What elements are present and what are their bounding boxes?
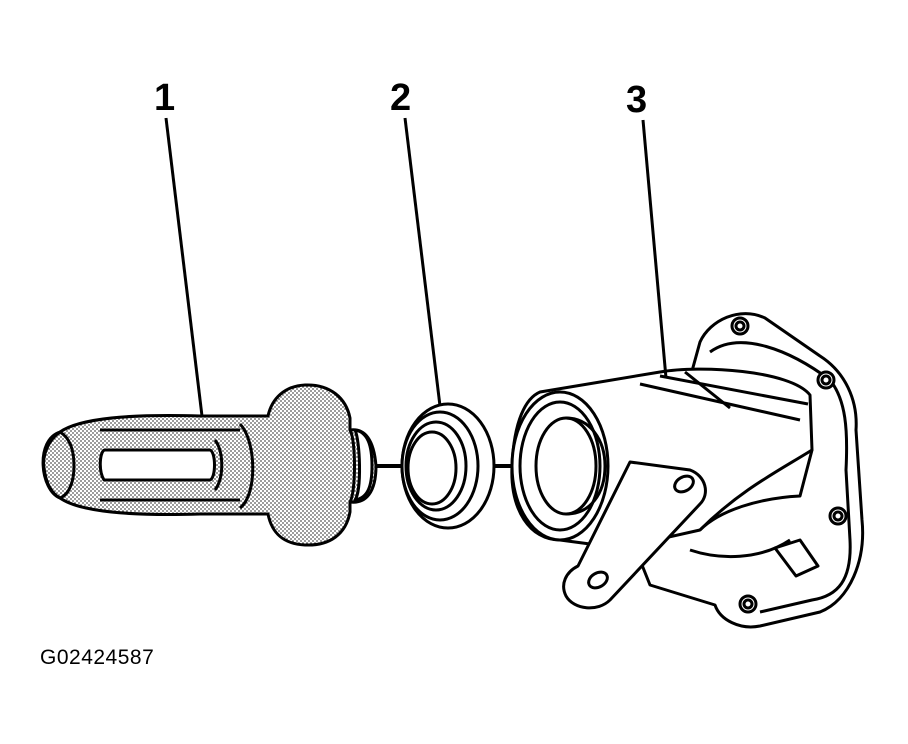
part-2-seal (400, 402, 496, 530)
part-1-splined-shaft (41, 383, 378, 547)
leader-line-1 (164, 117, 204, 417)
part-3-extension-housing (510, 312, 865, 629)
figure-id: G02424587 (40, 646, 155, 669)
callout-label-3: 3 (626, 79, 647, 121)
leader-line-3 (641, 119, 668, 379)
leader-line-2 (403, 117, 442, 407)
callout-label-1: 1 (154, 77, 175, 119)
callout-label-2: 2 (390, 77, 411, 119)
